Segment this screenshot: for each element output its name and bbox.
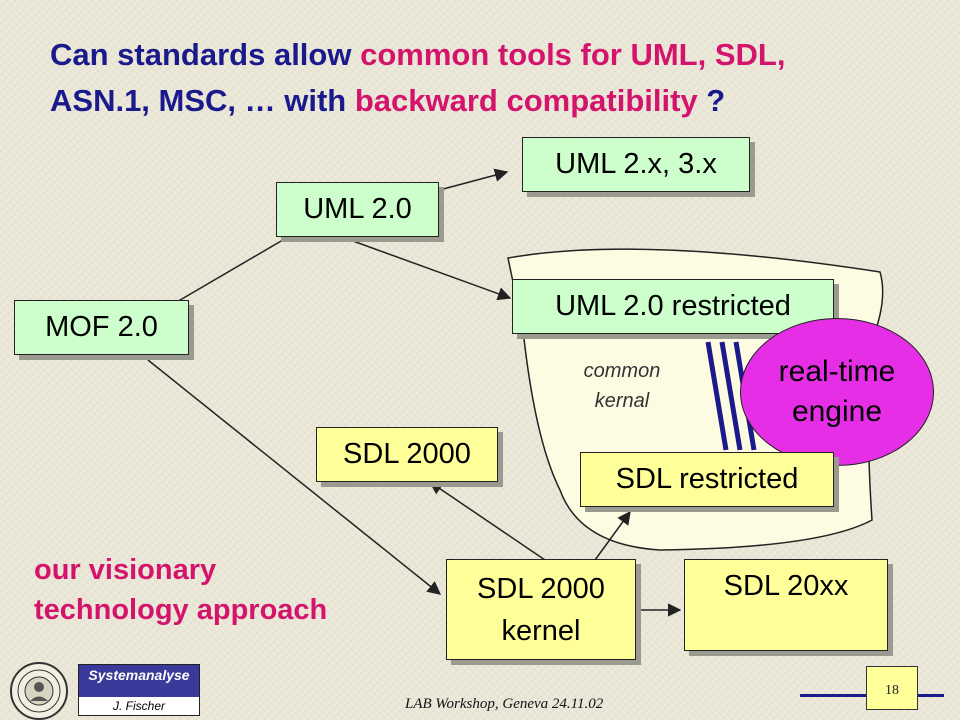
university-seal-icon bbox=[10, 662, 68, 720]
page-number: 18 bbox=[866, 666, 918, 710]
arrow-mof-sdlkernel bbox=[147, 359, 442, 595]
page-bar-left bbox=[800, 694, 866, 697]
slide-title: Can standards allow common tools for UML… bbox=[50, 37, 786, 118]
arrow-uml20-restricted bbox=[341, 236, 512, 301]
node-uml20: UML 2.0 bbox=[276, 182, 439, 237]
node-sdl20xx: SDL 20xx bbox=[684, 559, 888, 651]
node-uml20-restricted: UML 2.0 restricted bbox=[512, 279, 834, 334]
arrow-kernel-sdlrestricted bbox=[594, 510, 631, 561]
node-sdl2000: SDL 2000 bbox=[316, 427, 498, 482]
page-bar-right bbox=[918, 694, 944, 697]
systemanalyse-logo: Systemanalyse J. Fischer bbox=[78, 664, 200, 716]
arrow-kernel-sdl2000 bbox=[428, 481, 546, 561]
node-mof20: MOF 2.0 bbox=[14, 300, 189, 355]
footer-workshop: LAB Workshop, Geneva 24.11.02 bbox=[405, 696, 604, 712]
node-uml2x: UML 2.x, 3.x bbox=[522, 137, 750, 192]
link-mof-uml20 bbox=[174, 236, 289, 304]
node-sdl-restricted: SDL restricted bbox=[580, 452, 834, 507]
